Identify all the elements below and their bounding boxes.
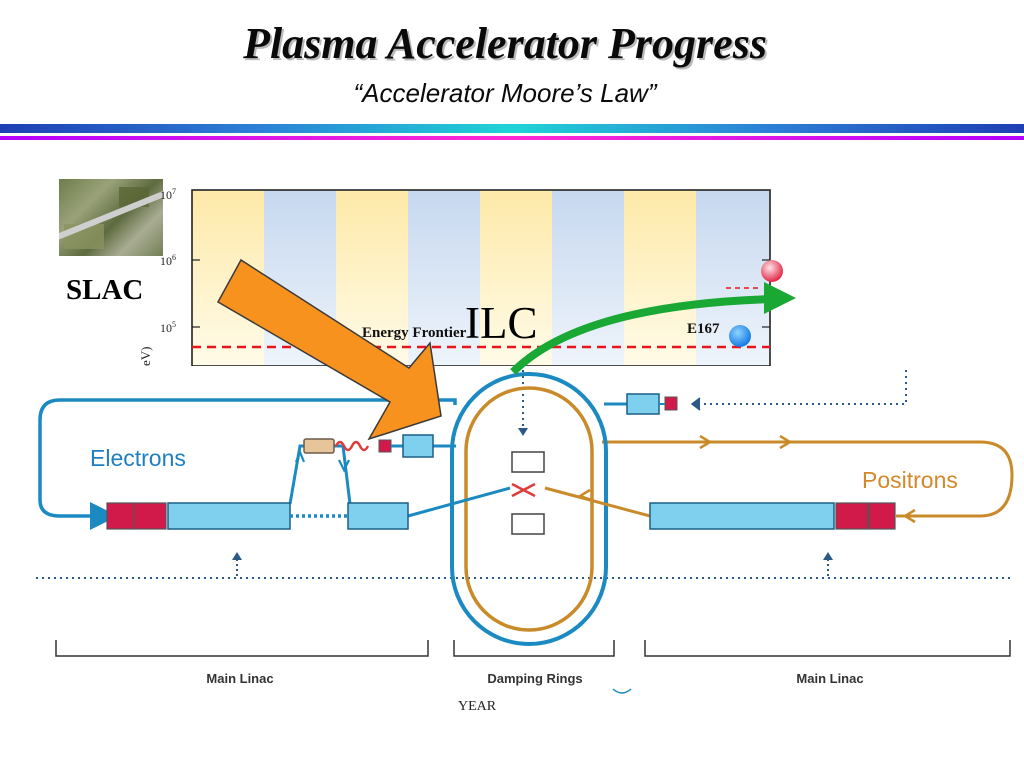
title-rule-blue: [0, 124, 1024, 133]
crossing-mark: [511, 482, 536, 498]
orange-arrow: [216, 258, 442, 441]
positrons-label: Positrons: [862, 467, 958, 493]
green-trend-arrow: [510, 295, 773, 375]
ilc-schematic: Electrons Positrons Main Linac Damping R…: [30, 366, 1024, 700]
main-linac-left-label: Main Linac: [206, 671, 273, 686]
y-tick-1e5: 105: [160, 320, 176, 335]
electron-source: [303, 438, 335, 454]
electrons-label: Electrons: [90, 445, 186, 471]
projection-point: [761, 260, 783, 282]
electron-damping-ring: [450, 372, 608, 646]
right-magnet-1: [835, 502, 869, 530]
e167-point: [729, 325, 751, 347]
slac-label: SLAC: [66, 274, 144, 306]
energy-frontier-label: Energy Frontier: [362, 325, 467, 341]
green-arrow-head: [764, 282, 796, 314]
title-rule-magenta: [0, 136, 1024, 140]
y-tick-1e7: 107: [160, 187, 176, 202]
left-linac-block-2: [347, 502, 409, 530]
right-magnet-2: [868, 502, 896, 530]
positron-loop: [602, 440, 1014, 518]
injector-block: [402, 434, 434, 458]
slide-title: Plasma Accelerator Progress: [243, 19, 767, 68]
y-tick-1e6: 106: [160, 253, 176, 268]
e167-label: E167: [687, 321, 720, 337]
ring-box-upper: [511, 451, 545, 473]
damping-rings-label: Damping Rings: [487, 671, 582, 686]
slac-aerial-photo: [59, 179, 163, 256]
energy-plot: 107 106 105 eV) Energy Frontier E167: [138, 187, 783, 367]
x-axis-label: YEAR: [458, 699, 497, 714]
ilc-label: ILC: [465, 298, 538, 348]
left-magnet-2: [133, 502, 167, 530]
positron-injector-block: [626, 393, 660, 415]
ring-box-lower: [511, 513, 545, 535]
right-linac-block: [649, 502, 835, 530]
left-magnet-1: [106, 502, 135, 530]
y-axis-label: eV): [138, 347, 153, 367]
slide-subtitle: “Accelerator Moore’s Law”: [353, 78, 657, 108]
main-linac-right-label: Main Linac: [796, 671, 863, 686]
main-linac-left-bracket: [55, 640, 429, 657]
main-linac-right-bracket: [644, 640, 1011, 657]
positron-damping-ring: [464, 386, 594, 632]
damping-rings-bracket: [453, 640, 615, 657]
undulator-wiggle: [334, 440, 370, 452]
left-linac-block: [167, 502, 291, 530]
